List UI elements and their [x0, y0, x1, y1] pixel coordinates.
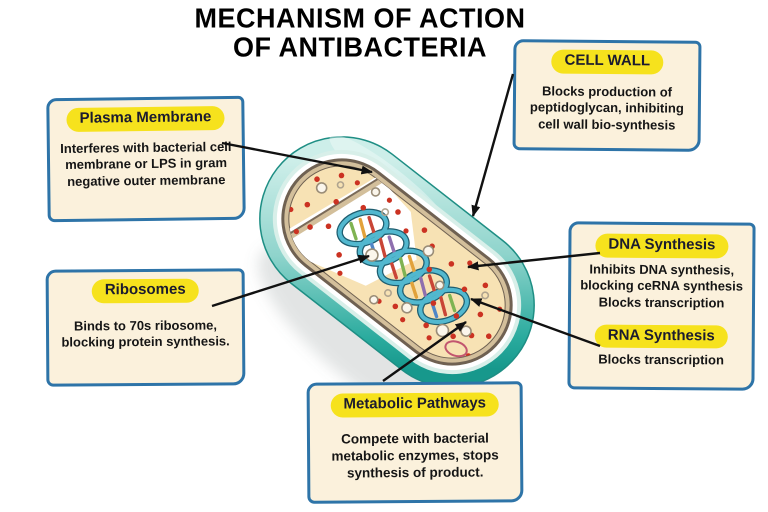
page-title-line1: MECHANISM OF ACTION [194, 2, 526, 34]
dna-synthesis-label: DNA Synthesis [595, 233, 729, 259]
ribosomes-label: Ribosomes [91, 278, 199, 304]
ribosomes-description: Binds to 70s ribosome, blocking protein … [61, 317, 230, 350]
metabolic-pathways-label: Metabolic Pathways [330, 392, 500, 418]
cut-membrane-edge [285, 177, 384, 242]
callout-ribosomes: Ribosomes Binds to 70s ribosome, blockin… [45, 268, 246, 387]
callout-dna-rna-synthesis: DNA Synthesis Inhibits DNA synthesis, bl… [567, 221, 756, 391]
rna-synthesis-label: RNA Synthesis [594, 324, 728, 349]
cut-membrane-line [284, 176, 382, 238]
plasma-membrane-description: Interferes with bacterial cell membrane … [60, 138, 232, 189]
callout-plasma-membrane: Plasma Membrane Interferes with bacteria… [46, 95, 246, 223]
dna-synthesis-description2: Blocks transcription [598, 294, 725, 311]
callout-cell-wall: CELL WALL Blocks production of peptidogl… [512, 39, 702, 152]
metabolic-pathways-description: Compete with bacterial metabolic enzymes… [331, 430, 499, 481]
cell-wall-label: CELL WALL [551, 49, 664, 75]
rna-synthesis-description: Blocks transcription [598, 351, 725, 368]
page-title-line2: OF ANTIBACTERIA [233, 31, 487, 63]
vesicle-rings [336, 181, 490, 300]
page-title: MECHANISM OF ACTION OF ANTIBACTERIA [140, 2, 580, 63]
plasma-membrane-label: Plasma Membrane [66, 106, 225, 132]
dna-synthesis-description: Inhibits DNA synthesis, blocking ceRNA s… [580, 261, 744, 294]
callout-metabolic-pathways: Metabolic Pathways Compete with bacteria… [306, 381, 524, 504]
cell-wall-description: Blocks production of peptidoglycan, inhi… [529, 83, 684, 133]
